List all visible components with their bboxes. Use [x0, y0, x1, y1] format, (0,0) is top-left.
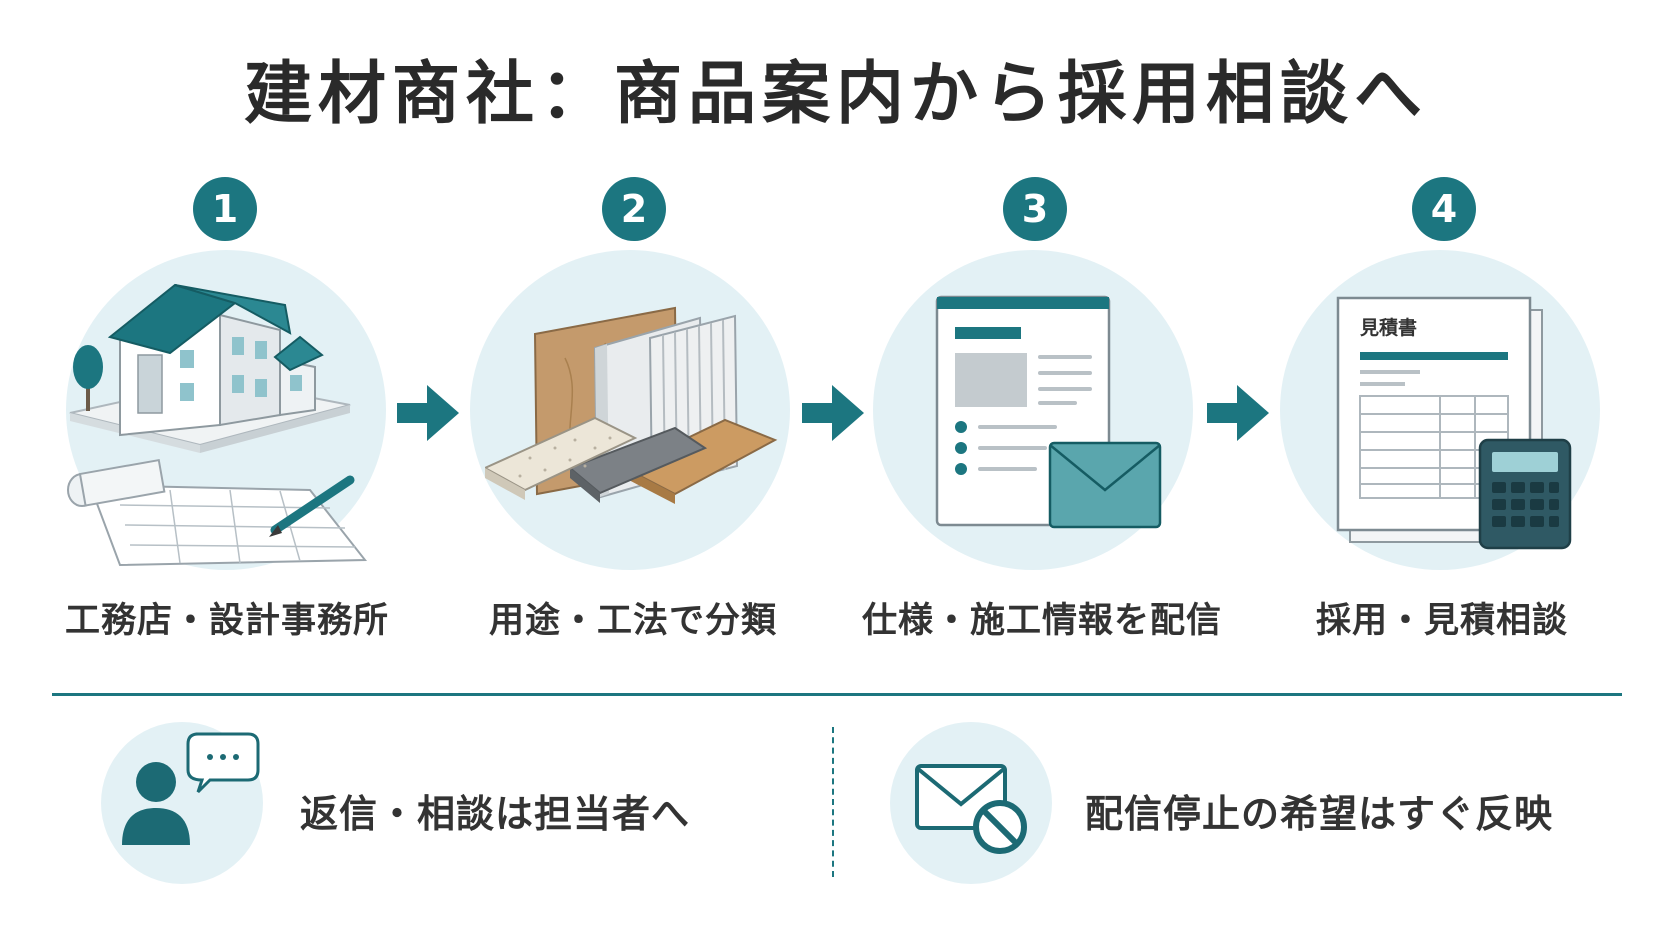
- horizontal-divider: [52, 693, 1622, 696]
- step-4-label: 採用・見積相談: [1315, 601, 1568, 641]
- quote-calculator-icon: [1336, 296, 1572, 550]
- building-materials-icon: [485, 306, 778, 504]
- document-email-icon: [935, 295, 1162, 529]
- person-chat-icon: [122, 732, 260, 845]
- step-2-label: 用途・工法で分類: [488, 601, 777, 641]
- page-title: 建材商社：商品案内から採用相談へ: [243, 55, 1428, 134]
- house-blueprint-icon: [67, 283, 368, 567]
- step-3-label: 仕様・施工情報を配信: [861, 601, 1222, 641]
- arrow-right-icon: [1207, 385, 1269, 441]
- arrow-right-icon: [397, 385, 459, 441]
- note-2-text: 配信停止の希望はすぐ反映: [1085, 792, 1554, 836]
- quote-document-title: 見積書: [1360, 317, 1418, 339]
- step-1-number-badge: 1: [193, 177, 257, 241]
- note-1-text: 返信・相談は担当者へ: [300, 792, 691, 836]
- vertical-divider: [832, 727, 834, 877]
- mail-unsubscribe-icon: [915, 764, 1027, 854]
- step-2-number-badge: 2: [602, 177, 666, 241]
- arrow-right-icon: [802, 385, 864, 441]
- step-4-number-badge: 4: [1412, 177, 1476, 241]
- step-3-number-badge: 3: [1003, 177, 1067, 241]
- step-1-label: 工務店・設計事務所: [64, 601, 389, 641]
